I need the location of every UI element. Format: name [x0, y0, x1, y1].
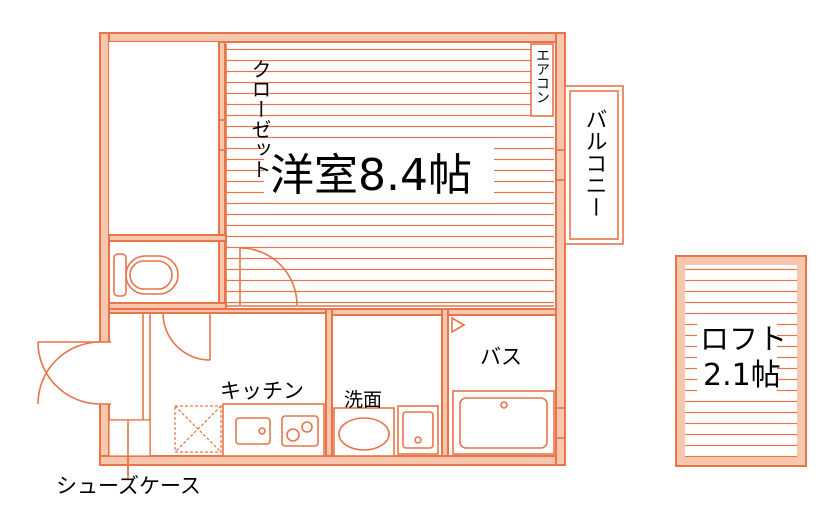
loft-label-line1: ロフト [700, 322, 787, 356]
shoe-case-label: シューズケース [56, 474, 201, 498]
kitchen-wash-wall [325, 308, 333, 457]
entrance-door [37, 341, 101, 405]
balcony [564, 85, 624, 245]
bathtub [452, 390, 565, 455]
loft [675, 255, 807, 467]
hall-door [162, 312, 211, 361]
bath-label: バス [480, 345, 522, 369]
balcony-label: バルコニー [582, 108, 607, 218]
aircon-label: エアコン [534, 48, 550, 104]
closet [108, 41, 227, 242]
bath-door-marker [451, 316, 466, 334]
wash-basin [333, 405, 439, 457]
kitchen-label: キッチン [220, 379, 304, 403]
aircon-unit [530, 43, 554, 117]
loft-label-bg [697, 320, 777, 392]
fridge-space [174, 405, 222, 453]
loft-label-line2: 2.1帖 [703, 358, 781, 393]
western-room-label: 洋室8.4帖 [270, 150, 472, 201]
western-room-door [239, 247, 298, 306]
toilet-tank [113, 253, 127, 297]
western-room-label-bg [264, 142, 494, 198]
toilet-room [108, 240, 227, 310]
stove [281, 415, 319, 447]
kitchen-counter [174, 403, 325, 457]
wash-bath-wall [441, 308, 449, 457]
sink [235, 417, 271, 445]
shoe-case [108, 419, 151, 457]
washroom-label: 洗面 [344, 389, 382, 411]
